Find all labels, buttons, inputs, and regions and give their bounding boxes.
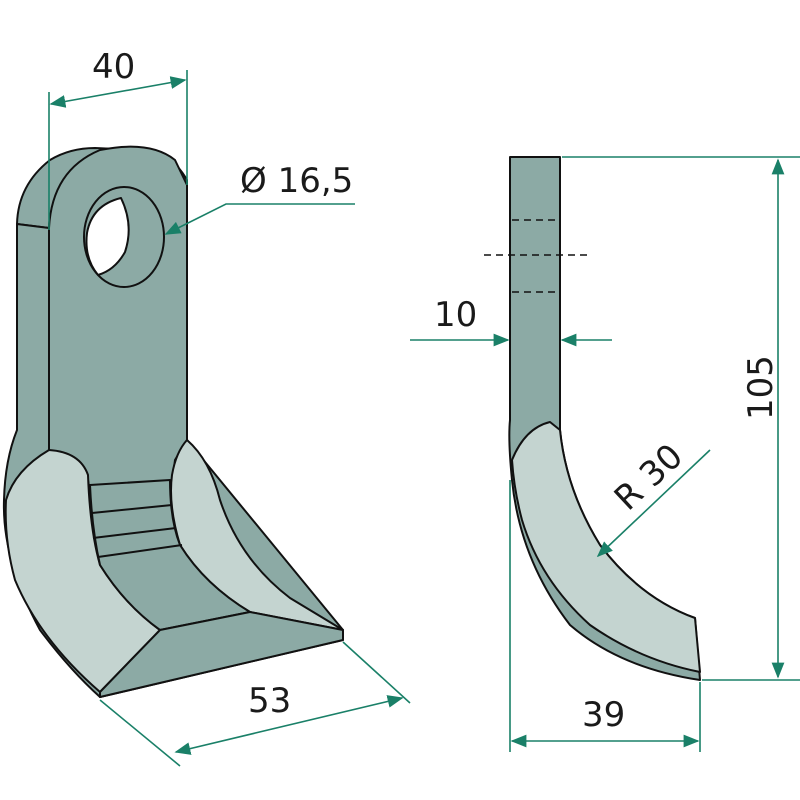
dimension-10: 10	[410, 295, 612, 347]
bottom-bevel	[99, 611, 344, 698]
dimension-label-53: 53	[248, 681, 291, 721]
channel-lines	[91, 504, 183, 558]
dimension-label-40: 40	[92, 47, 135, 87]
dimension-label-10: 10	[434, 295, 477, 335]
dimension-radius: R 30	[596, 436, 711, 558]
side-profile-face	[511, 421, 701, 673]
dimension-105: 105	[562, 156, 800, 681]
dimension-label-105: 105	[741, 355, 781, 420]
dimension-53: 53	[99, 641, 411, 767]
dimension-39: 39	[509, 480, 701, 752]
dimension-label-radius: R 30	[607, 436, 691, 518]
dimension-hole-diameter: Ø 16,5	[164, 161, 355, 235]
dimension-40: 40	[48, 47, 188, 230]
blade-side-view	[484, 156, 701, 681]
dimension-label-39: 39	[582, 695, 625, 735]
hidden-hole-lines	[484, 219, 592, 293]
dimension-label-hole: Ø 16,5	[240, 161, 353, 201]
mounting-hole	[83, 186, 165, 288]
blade-front-view	[2, 145, 344, 698]
